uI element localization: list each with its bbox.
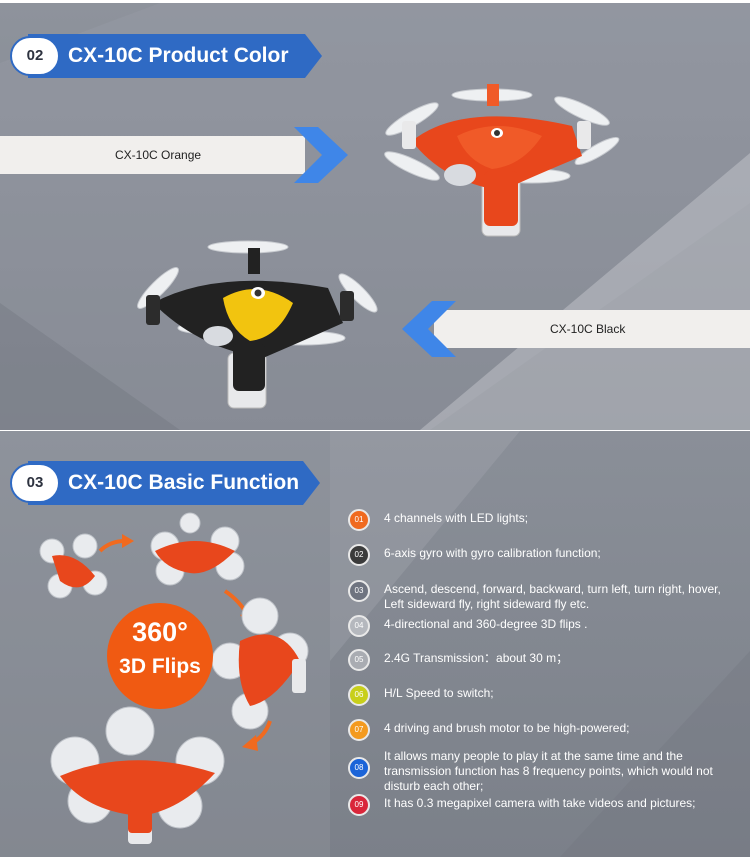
feature-text: It has 0.3 megapixel camera with take vi…: [384, 796, 696, 810]
black-color-label: CX-10C Black: [434, 310, 750, 348]
feature-number-badge: 01: [348, 509, 370, 531]
drone-tilted: [211, 597, 309, 730]
feature-number-badge: 09: [348, 794, 370, 816]
feature-number-badge: 06: [348, 684, 370, 706]
feature-number: 09: [354, 800, 364, 809]
flip-illustration: [39, 512, 309, 844]
feature-number-badge: 04: [348, 615, 370, 637]
right-arrow-icon: [294, 127, 348, 183]
section-number: 03: [26, 474, 44, 491]
section-title: CX-10C Basic Function: [68, 471, 300, 494]
basic-function-panel: 03 CX-10C Basic Function 360: [0, 431, 750, 857]
drone-large: [50, 706, 225, 844]
feature-text: 6-axis gyro with gyro calibration functi…: [384, 546, 601, 560]
feature-text: 4-directional and 360-degree 3D flips .: [384, 617, 588, 631]
feature-number: 05: [354, 655, 364, 664]
section-header: 03 CX-10C Basic Function: [10, 461, 320, 505]
feature-text: H/L Speed to switch;: [384, 686, 494, 700]
feature-text: Ascend, descend, forward, backward, turn…: [384, 582, 721, 611]
section-number: 02: [26, 47, 44, 64]
orange-color-label: CX-10C Orange: [0, 136, 305, 174]
feature-number: 04: [354, 621, 364, 630]
feature-number-badge: 08: [348, 757, 370, 779]
feature-number-badge: 05: [348, 649, 370, 671]
feature-text: 2.4G Transmission：about 30 m；: [384, 651, 569, 665]
black-label-text: CX-10C Black: [550, 322, 626, 336]
section-title: CX-10C Product Color: [68, 44, 289, 67]
feature-number: 08: [354, 763, 364, 772]
flip-label: 3D Flips: [119, 655, 201, 678]
feature-number: 06: [354, 690, 364, 699]
left-arrow-icon: [402, 301, 456, 357]
drone-small-2: [150, 512, 245, 586]
flip-degree: 360°: [132, 617, 188, 647]
orange-label-text: CX-10C Orange: [115, 148, 202, 162]
flip-360-badge: 360° 3D Flips: [107, 603, 213, 709]
drone-black-image: [137, 240, 378, 409]
feature-text: It allows many people to play it at the …: [384, 749, 713, 793]
feature-number: 03: [354, 586, 364, 595]
feature-number-badge: 07: [348, 719, 370, 741]
feature-number: 01: [354, 515, 364, 524]
feature-number-badge: 02: [348, 544, 370, 566]
feature-number: 02: [354, 550, 364, 559]
drone-small-1: [39, 533, 108, 599]
feature-text: 4 driving and brush motor to be high-pow…: [384, 721, 630, 735]
section-header: 02 CX-10C Product Color: [10, 34, 322, 78]
feature-text: 4 channels with LED lights;: [384, 511, 529, 525]
feature-number-badge: 03: [348, 580, 370, 602]
feature-number: 07: [354, 725, 364, 734]
product-color-panel: 02 CX-10C Product Color CX-10C Orange CX…: [0, 3, 750, 430]
drone-orange-image: [384, 84, 620, 237]
